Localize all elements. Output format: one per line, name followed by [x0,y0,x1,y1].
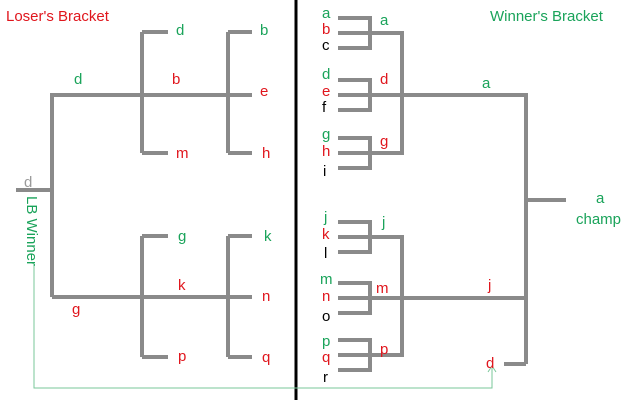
wb-entrant: j [323,209,327,226]
winner-bracket-lines [338,16,566,372]
loser-bracket-title: Loser's Bracket [6,8,110,25]
wb-champion-label: champ [576,211,621,228]
wb-entrant: f [322,99,327,116]
lb-top-right-bottom: h [262,145,270,162]
lb-top-left-top: d [176,22,184,39]
lb-final-result: d [24,174,32,191]
lb-winner-label: LB Winner [23,196,40,266]
lb-winner-arrow [33,265,493,389]
wb-entrant: n [322,288,330,305]
lb-bottom-left-top: g [178,228,186,245]
wb-top-half-winner: a [482,75,491,92]
lb-winner-arrowhead [487,365,497,373]
wb-entrant: o [322,308,330,325]
wb-group-winner: j [381,214,385,231]
wb-entrant: i [323,163,326,180]
lb-bottom-right-bottom: q [262,349,270,366]
lb-bottom-half-winner: g [72,301,80,318]
wb-entrant: l [324,245,327,262]
wb-entrant: b [322,21,330,38]
lb-bottom-left-bottom: p [178,348,186,365]
wb-champion: a [596,190,605,207]
lb-bottom-right-top: k [264,228,272,245]
lb-bottom-right-mid: n [262,288,270,305]
wb-bottom-half-winner: j [487,277,491,294]
lb-bottom-left-result: k [178,277,186,294]
wb-lb-entry: d [486,355,494,372]
wb-group-winner: m [376,280,389,297]
lb-top-half-winner: d [74,71,82,88]
wb-entrant: r [323,369,328,386]
wb-entrant: p [322,333,330,350]
wb-entrant: c [322,37,330,54]
wb-entrant: a [322,5,331,22]
wb-entrant: h [322,143,330,160]
winner-bracket-title: Winner's Bracket [490,8,604,25]
lb-top-right-top: b [260,22,268,39]
wb-group-winner: g [380,133,388,150]
wb-entrant: g [322,126,330,143]
lb-top-left-bottom: m [176,145,189,162]
wb-entrant: k [322,226,330,243]
wb-group-winner: a [380,12,389,29]
wb-entrant: e [322,83,330,100]
wb-group-winner: p [380,341,388,358]
wb-entrant: m [320,271,333,288]
lb-top-right-mid: e [260,83,268,100]
wb-entrant: d [322,66,330,83]
lb-top-left-result: b [172,71,180,88]
wb-entrant: q [322,349,330,366]
loser-bracket-lines [16,30,252,359]
wb-group-winner: d [380,71,388,88]
